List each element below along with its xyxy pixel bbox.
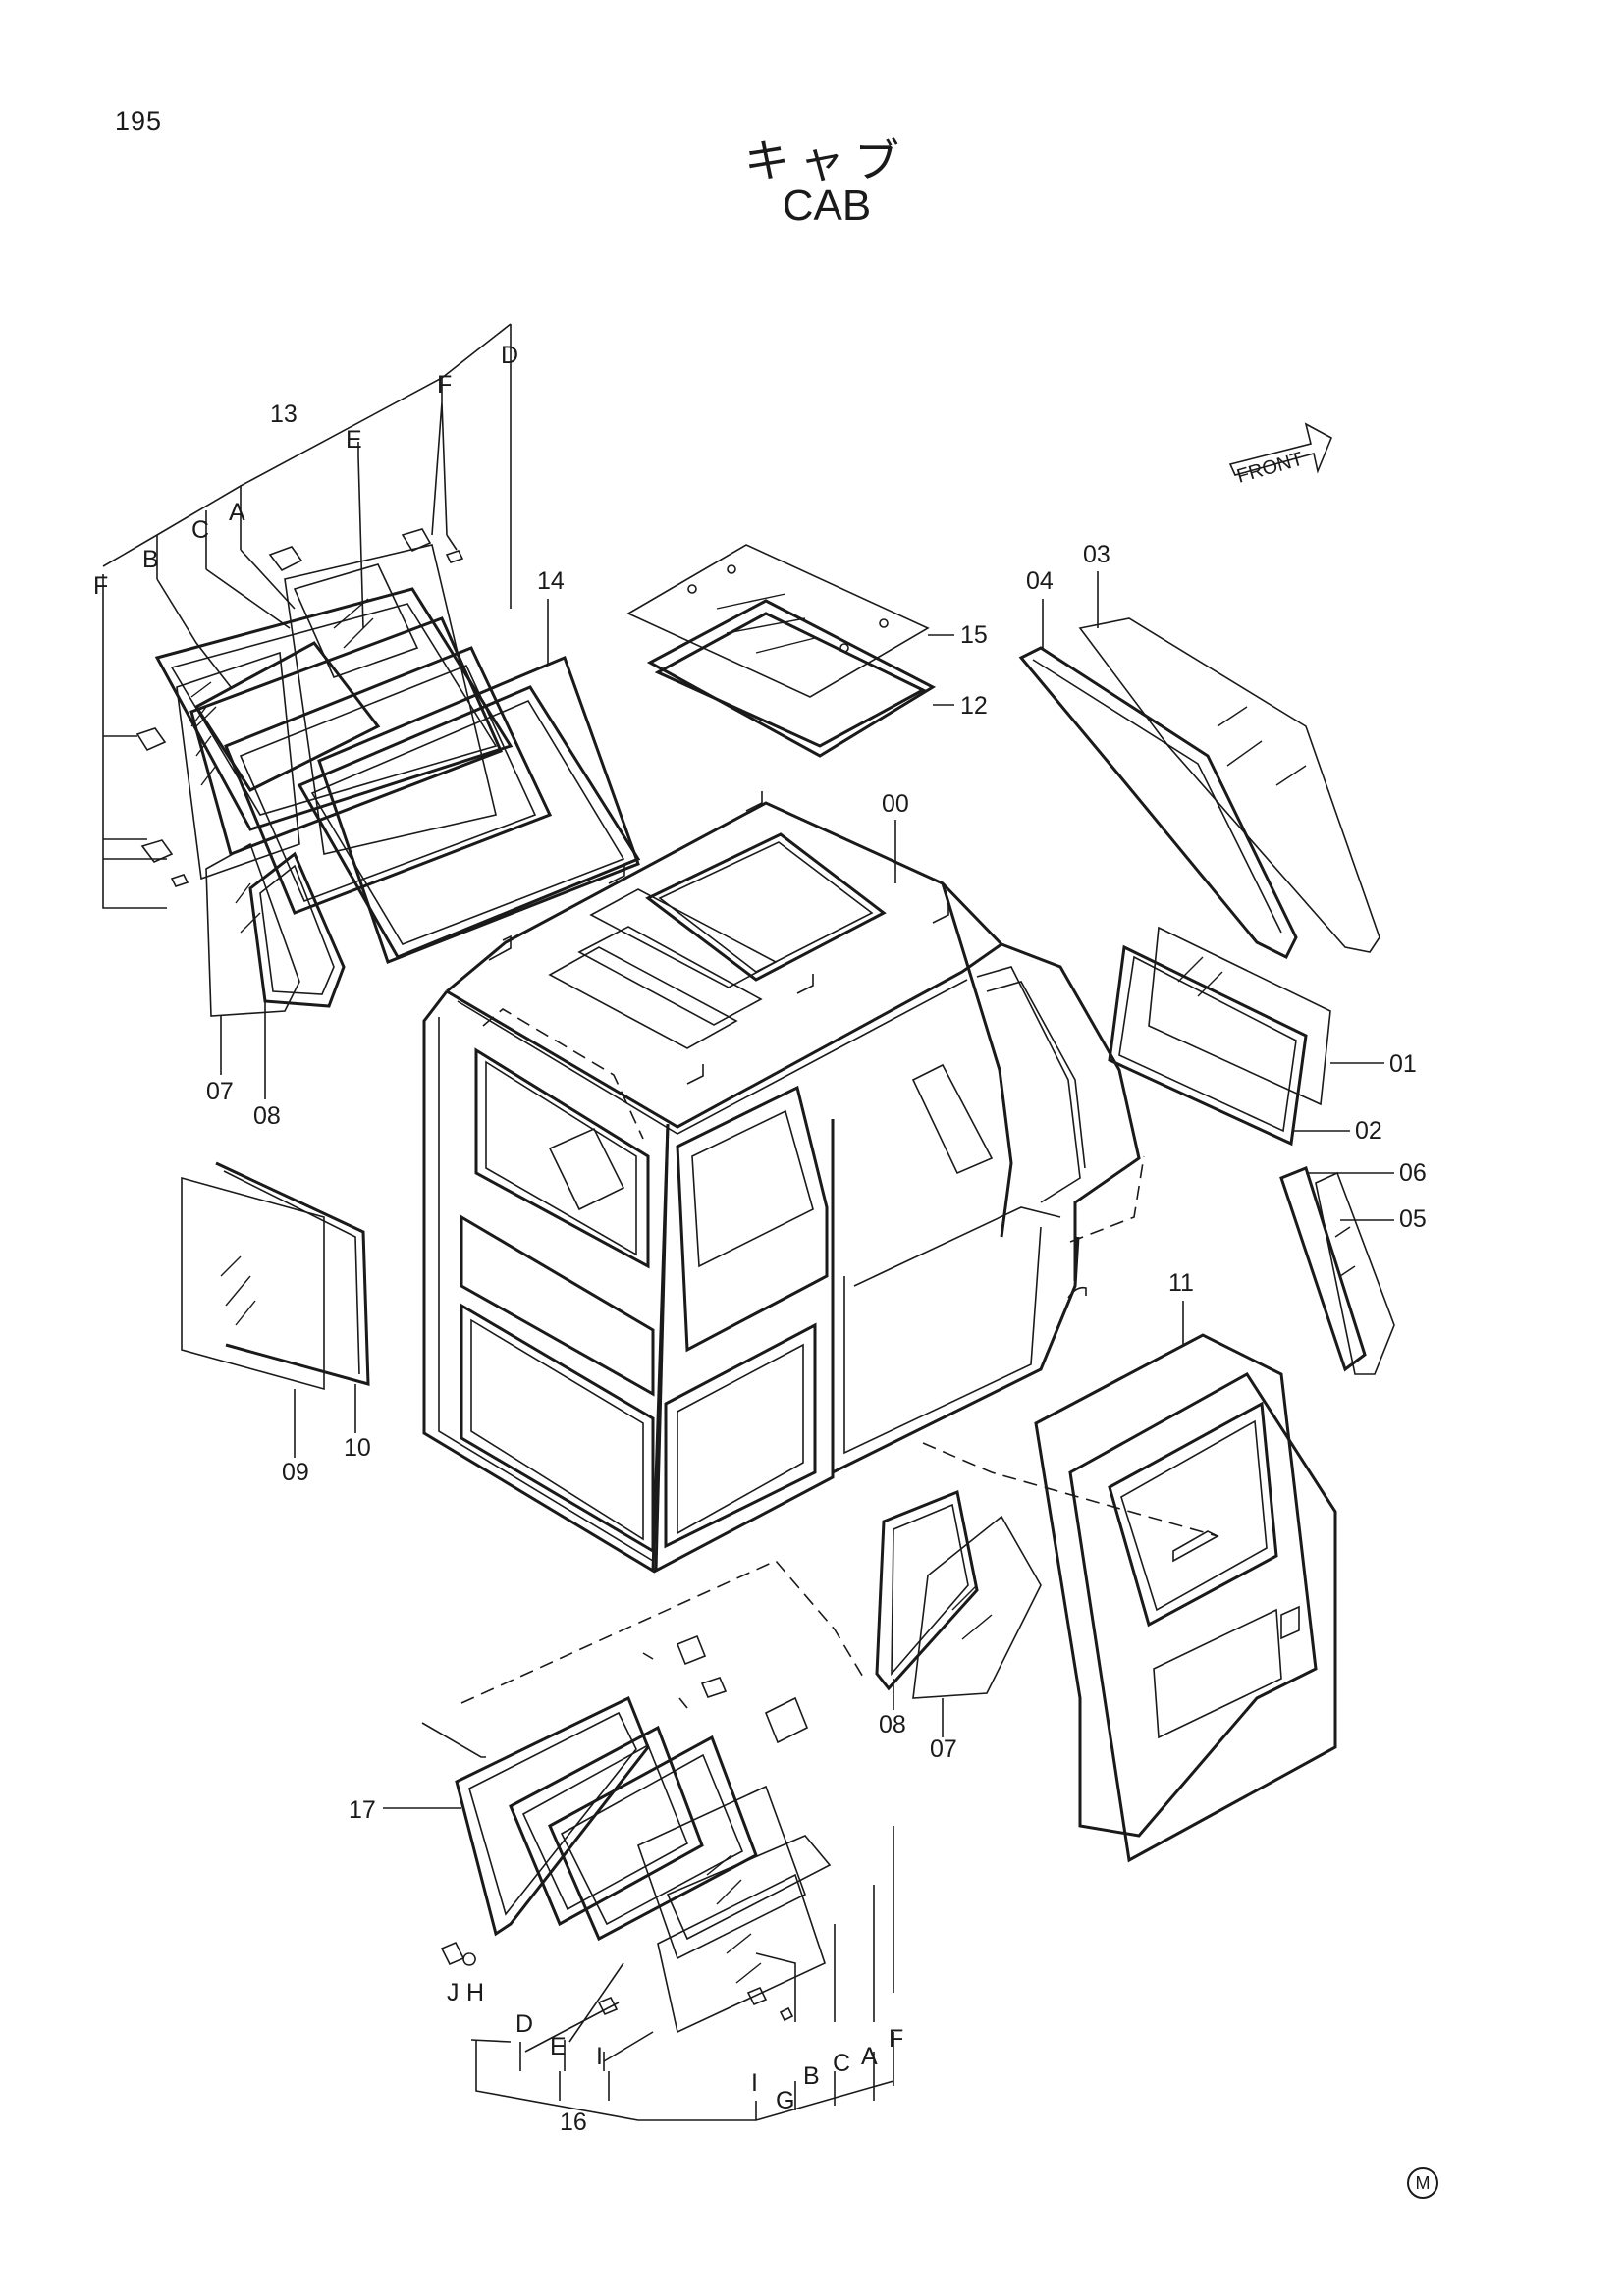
callout-15: 15 xyxy=(960,621,988,649)
letter-lower-E: E xyxy=(550,2033,567,2060)
callout-10: 10 xyxy=(344,1434,371,1462)
letter-upper-D: D xyxy=(501,342,518,369)
letter-lower-D: D xyxy=(515,2010,533,2038)
letter-upper-E: E xyxy=(346,426,362,454)
callout-00: 00 xyxy=(882,790,909,818)
letter-upper-B: B xyxy=(142,546,159,573)
triangle-window-door xyxy=(875,1489,1042,1699)
callout-08-upper: 08 xyxy=(253,1102,281,1130)
front-direction-arrow: FRONT xyxy=(1228,422,1333,488)
callout-12: 12 xyxy=(960,692,988,720)
callout-17: 17 xyxy=(349,1796,376,1824)
letter-upper-F-left: F xyxy=(93,572,108,600)
triangle-window-left xyxy=(205,842,346,1017)
letter-lower-F: F xyxy=(889,2025,903,2053)
callout-07-lower: 07 xyxy=(930,1735,957,1763)
door-assembly xyxy=(922,1333,1337,1863)
letter-lower-A: A xyxy=(861,2043,878,2070)
cab-frame xyxy=(422,791,1145,1574)
title-english: CAB xyxy=(782,182,872,230)
right-small-window xyxy=(1279,1166,1395,1375)
right-side-window xyxy=(1108,926,1331,1147)
callout-09: 09 xyxy=(282,1459,309,1486)
callout-16: 16 xyxy=(560,2109,587,2136)
letter-lower-J: J xyxy=(447,1979,460,2006)
letter-upper-A: A xyxy=(229,499,245,526)
letter-lower-H: H xyxy=(466,1979,484,2006)
fasteners-lower xyxy=(440,1941,794,2022)
page-number: 195 xyxy=(115,106,163,135)
callout-05: 05 xyxy=(1399,1205,1427,1233)
callout-11: 11 xyxy=(1168,1269,1194,1297)
title-japanese: キャブ xyxy=(744,135,909,187)
callout-13: 13 xyxy=(270,400,298,428)
latch-fittings-upper xyxy=(135,528,464,887)
left-side-window xyxy=(181,1161,370,1391)
roof-window-assembly xyxy=(626,544,937,758)
letter-upper-C: C xyxy=(191,516,209,544)
callout-06: 06 xyxy=(1399,1159,1427,1187)
callout-07-upper: 07 xyxy=(206,1078,234,1105)
letter-lower-C: C xyxy=(833,2050,850,2077)
front-window-group-16 xyxy=(421,1560,865,2034)
callout-08-lower: 08 xyxy=(879,1711,906,1738)
callout-01: 01 xyxy=(1389,1050,1417,1078)
letter-lower-I-right: I xyxy=(751,2069,758,2097)
front-window-group-13 xyxy=(154,544,641,964)
callout-02: 02 xyxy=(1355,1117,1382,1145)
rear-window xyxy=(1018,617,1380,960)
letter-lower-B: B xyxy=(803,2062,820,2090)
callout-03: 03 xyxy=(1083,541,1110,568)
callout-14: 14 xyxy=(537,567,565,595)
letter-upper-F-top: F xyxy=(437,371,452,399)
manufacturer-mark: M xyxy=(1407,2167,1438,2199)
callout-04: 04 xyxy=(1026,567,1054,595)
letter-lower-G: G xyxy=(776,2087,794,2114)
letter-lower-I-left: I xyxy=(596,2043,603,2070)
